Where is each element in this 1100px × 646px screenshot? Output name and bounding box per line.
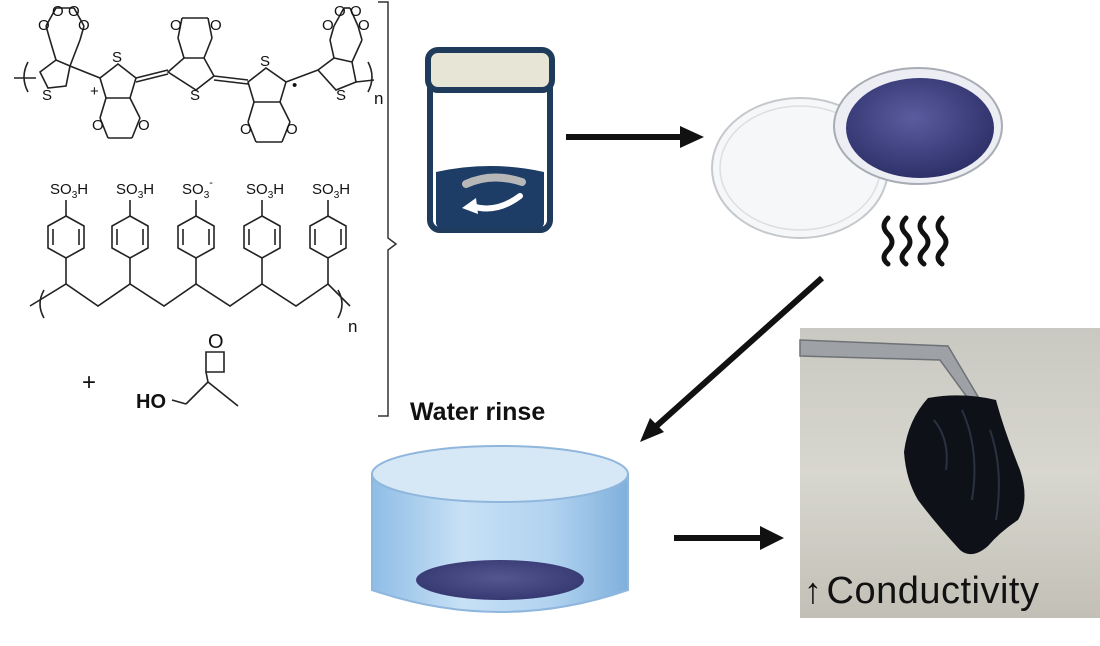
pss-benzene-2 [111,200,149,284]
pss-right-bracket [337,289,343,319]
film-photo [799,328,1100,618]
pedot-atom-s: S [112,49,122,66]
pss-group-4: SO3H [246,181,284,201]
pedot-ring-2 [99,62,137,99]
conductivity-text: Conductivity [826,570,1040,612]
vial-cap [425,47,555,93]
pedot-left-bracket [23,61,29,93]
arrow-to-rinse [640,275,824,442]
pedot-atom-o: O [322,17,334,34]
swirl-arrow-icon [462,173,526,188]
pedot-ring-1 [38,59,71,89]
arrow-to-result [674,526,784,550]
svg-text:SO3H: SO3H [50,181,88,201]
svg-text:SO3-: SO3- [182,177,213,201]
conductivity-label: ↑Conductivity [804,570,1039,613]
up-arrow-icon: ↑ [804,570,823,611]
beaker-rim [371,445,629,503]
rinse-beaker [371,445,629,613]
pedot-atom-o: O [358,17,370,34]
pss-benzene-4 [243,200,281,284]
pedot-atom-o: O [92,117,104,134]
oxetane-o: O [208,331,224,353]
pss-benzene-1 [47,200,85,284]
pss-subscript-n: n [348,317,357,336]
water-rinse-label: Water rinse [410,398,546,426]
oxetane-ring [205,351,225,373]
pedot-atom-o: O [350,3,362,20]
svg-text:SO3H: SO3H [246,181,284,201]
pedot-atom-s: S [190,87,200,104]
pss-left-bracket [39,289,45,319]
rinse-film [416,560,584,600]
svg-text:SO3H: SO3H [116,181,154,201]
pedot-charge-plus: + [90,83,99,100]
pedot-atom-o: O [334,3,346,20]
pedot-atom-o: O [68,3,80,20]
oxetane-additive: + O HO [82,331,239,413]
crumpled-film [904,395,1025,555]
pedot-atom-o: O [38,17,50,34]
pedot-atom-o: O [170,17,182,34]
pss-group-3: SO3- [182,177,213,201]
pedot-atom-o: O [210,17,222,34]
pedot-ring-5 [316,57,357,91]
pedot-structure: O O O O S + S O O O O S S • O O O O O O … [14,3,383,143]
pedot-atom-o: O [138,117,150,134]
pedot-atom-s: S [42,87,52,104]
pss-benzene-3 [177,200,215,284]
pedot-atom-s: S [336,87,346,104]
pss-backbone [29,282,351,307]
pedot-atom-o: O [52,3,64,20]
pedot-ring-4 [247,67,287,103]
pedot-right-bracket [367,61,373,93]
pedot-atom-o: O [240,121,252,138]
pedot-radical: • [292,77,297,94]
grouping-bracket [378,1,398,417]
pedot-atom-o: O [78,17,90,34]
pss-benzene-5 [309,200,347,284]
pss-group-1: SO3H [50,181,88,201]
pedot-ring-3 [166,57,216,91]
arrow-to-dish [566,126,704,148]
heat-waves-icon [881,215,949,267]
pedot-atom-o: O [286,121,298,138]
pss-structure: SO3H SO3H SO3- SO3H SO3H [29,177,357,336]
plus-sign: + [82,369,96,396]
svg-text:SO3H: SO3H [312,181,350,201]
pss-group-2: SO3H [116,181,154,201]
hydroxyl-label: HO [136,391,166,413]
petri-dish [711,67,1003,239]
pss-group-5: SO3H [312,181,350,201]
pedot-atom-s: S [260,53,270,70]
mixing-vial [425,47,555,233]
petri-film [846,78,994,178]
pedot-subscript-n: n [374,89,383,108]
